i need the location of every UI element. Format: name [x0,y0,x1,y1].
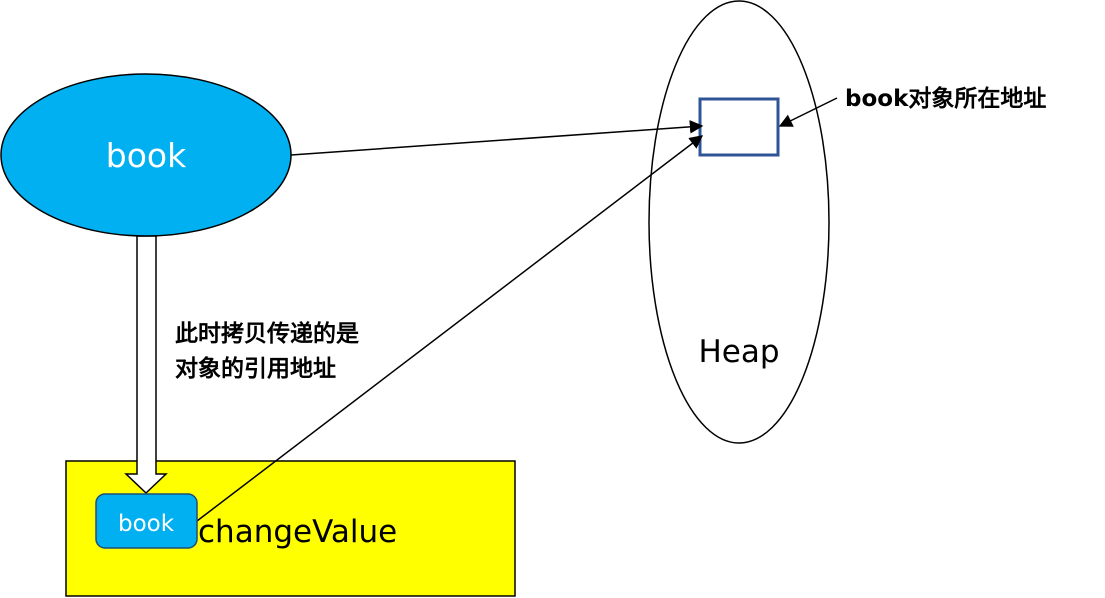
copy-note-line2: 对象的引用地址 [175,355,336,382]
heap-label: Heap [698,334,779,370]
book-reference-arrow [290,120,704,156]
address-pointer-arrow [778,97,838,127]
object-address-label: book对象所在地址 [845,85,1046,112]
copy-note-line1: 此时拷贝传递的是 [175,320,359,347]
book-parameter-label: book [118,511,175,537]
book-variable-ellipse [0,73,292,237]
copy-arrow [124,235,168,495]
heap-ellipse [648,0,830,444]
param-reference-arrow [196,135,704,522]
object-address-box [698,97,780,157]
book-variable-label: book [106,136,187,175]
book-parameter-box [95,493,198,549]
method-label: changeValue [198,514,397,550]
